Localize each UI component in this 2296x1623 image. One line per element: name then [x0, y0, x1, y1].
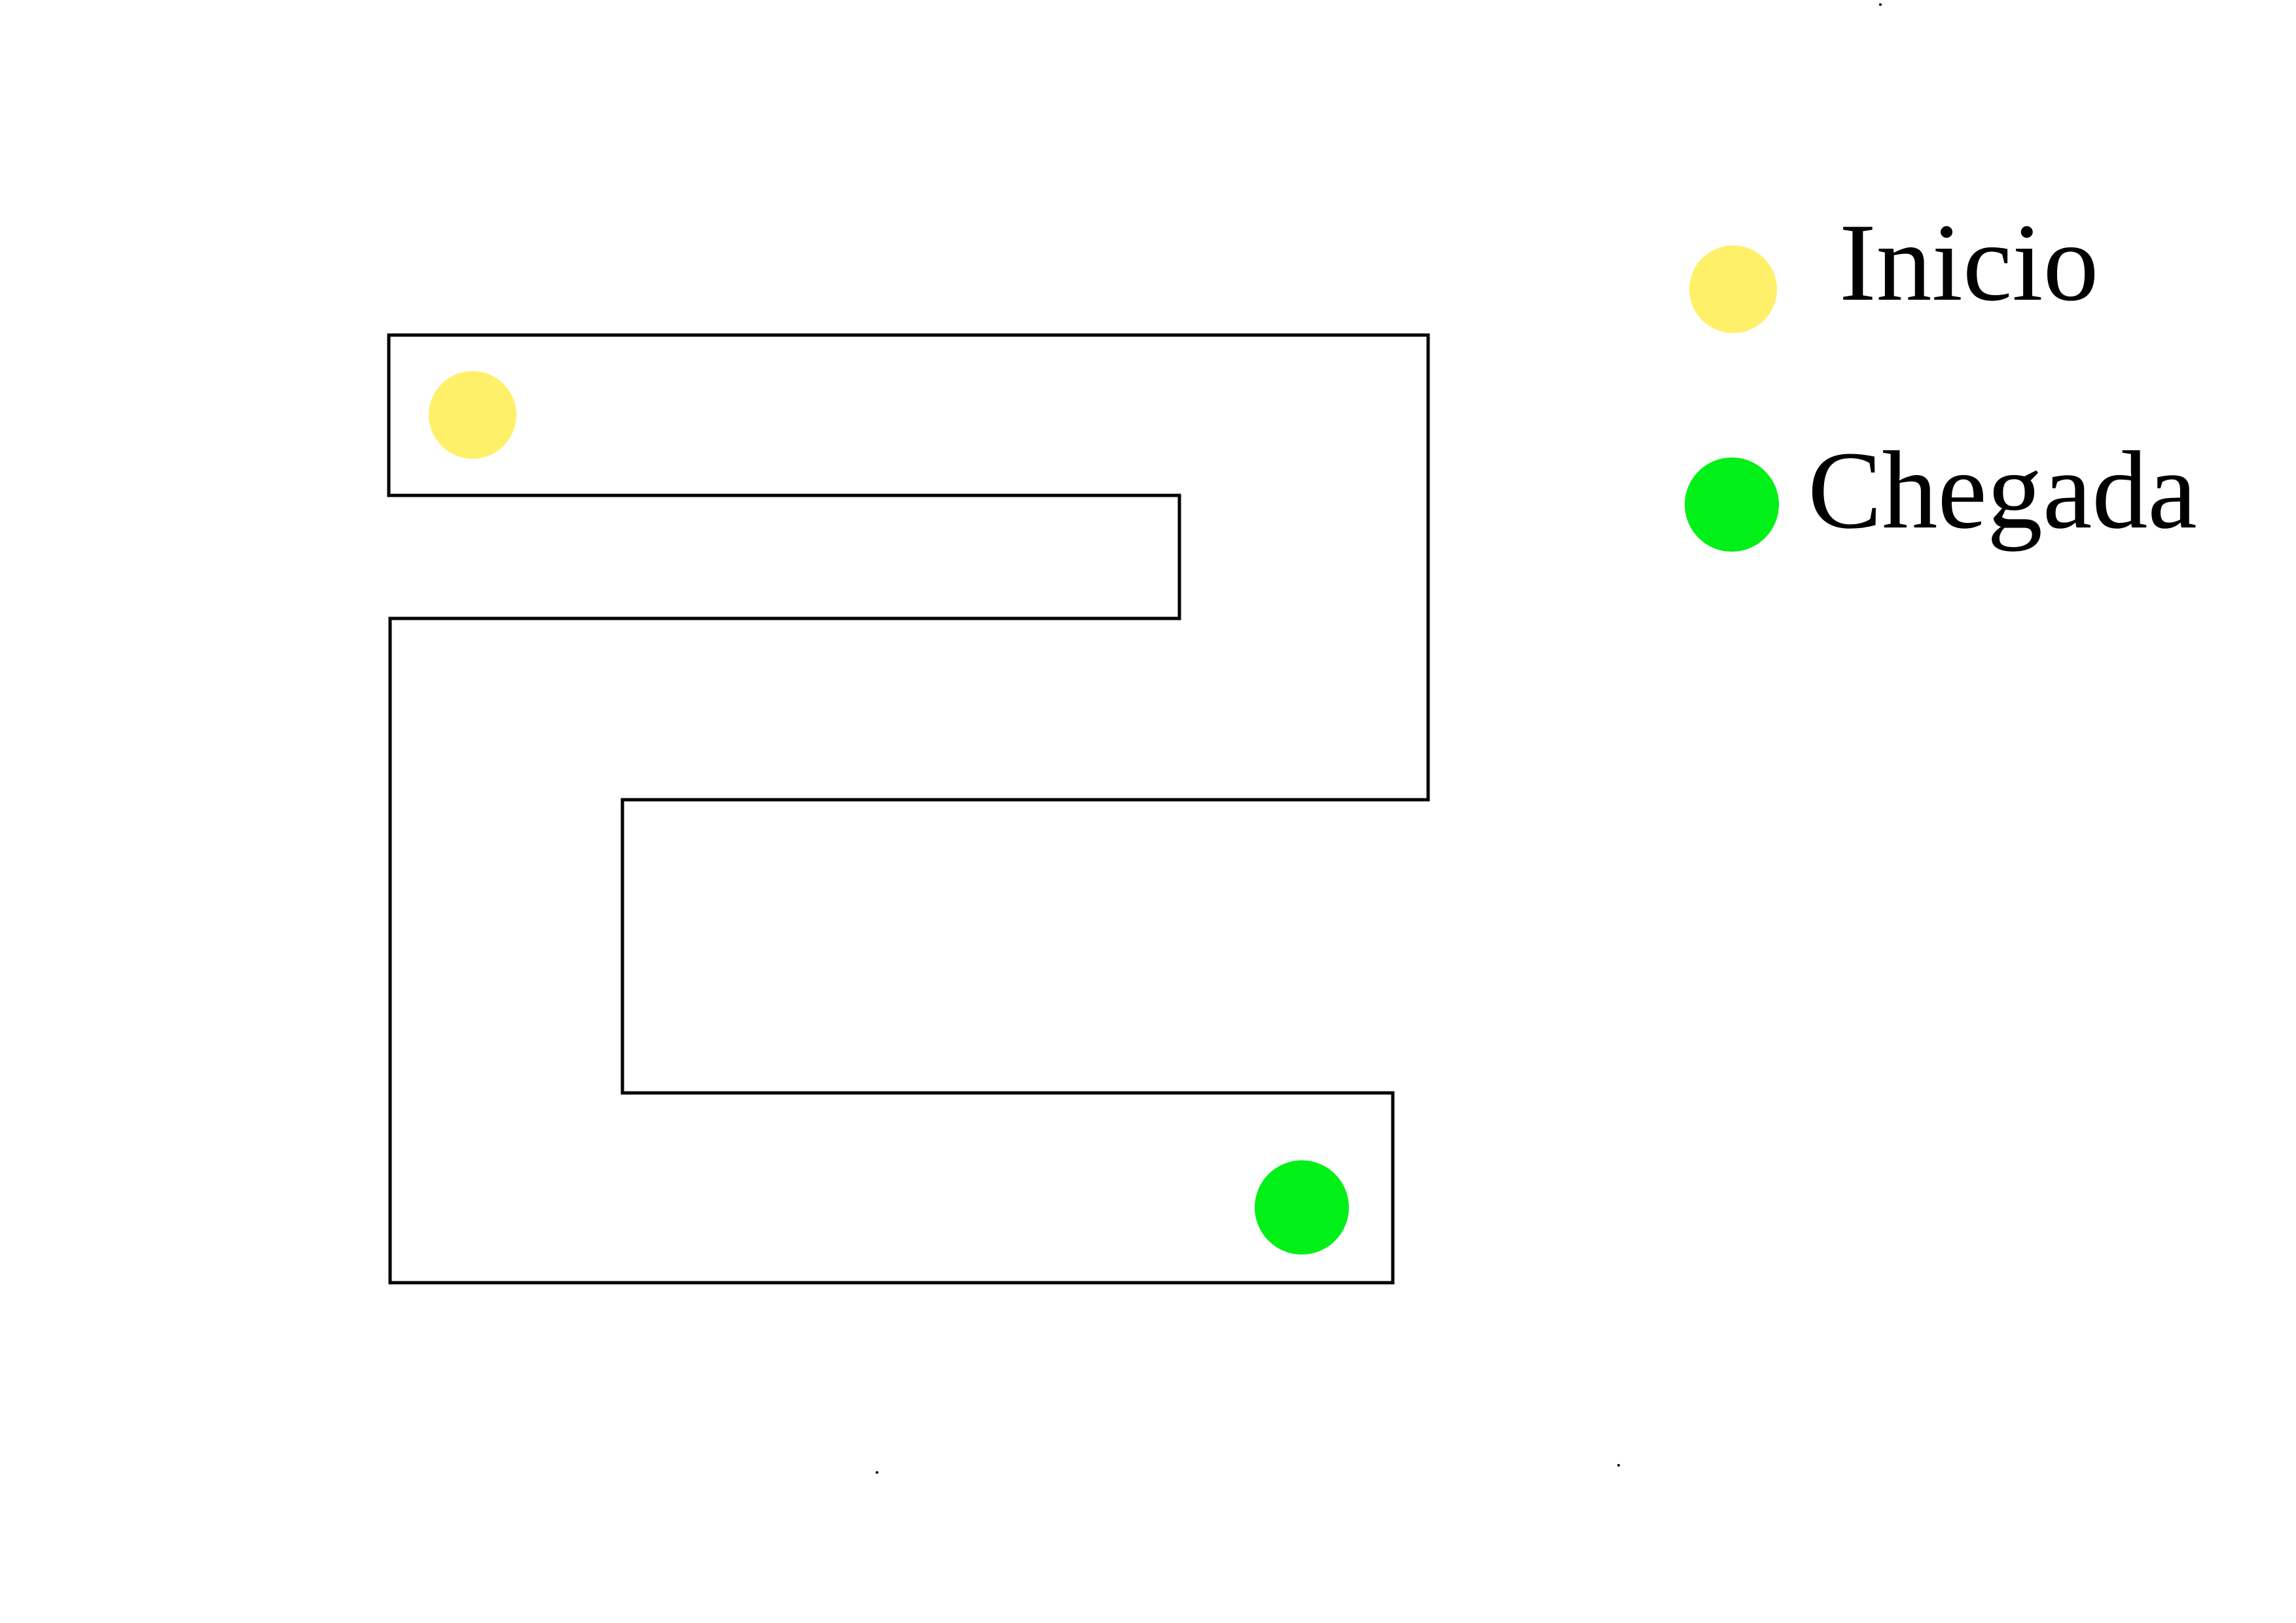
maze-path-outline [387, 333, 1430, 1285]
finish-marker [1255, 1160, 1349, 1255]
legend-start-dot [1689, 245, 1777, 333]
legend-start-label: Inicio [1839, 201, 2099, 324]
speck [1879, 3, 1882, 6]
legend-finish-dot [1685, 457, 1779, 552]
speck [1617, 1464, 1620, 1467]
legend-item-start: Inicio [1689, 201, 2099, 333]
legend-finish-label: Chegada [1808, 429, 2197, 552]
legend: Inicio Chegada [1685, 201, 2197, 552]
speck [876, 1471, 878, 1474]
start-marker [429, 371, 516, 459]
legend-item-finish: Chegada [1685, 429, 2197, 552]
